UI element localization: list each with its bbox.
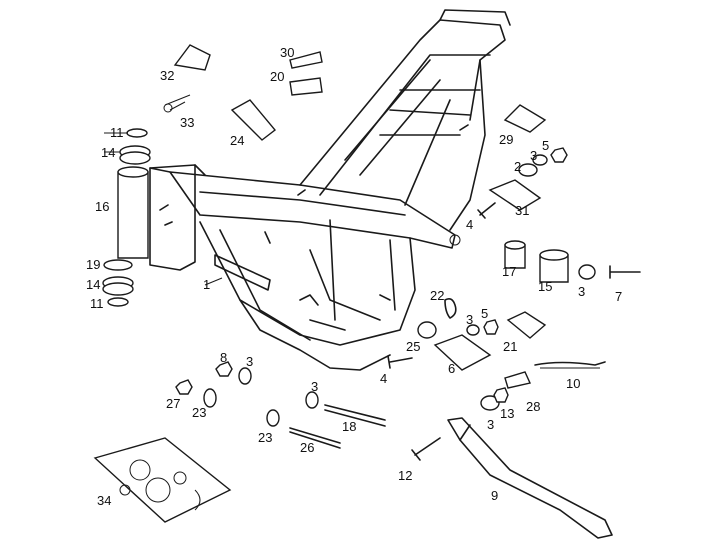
label-24: 24: [230, 133, 245, 148]
label-3: 3: [487, 417, 495, 432]
label-19: 19: [86, 257, 101, 272]
label-6: 6: [448, 361, 456, 376]
label-31: 31: [515, 203, 530, 218]
label-14: 14: [101, 145, 116, 160]
footrests: [163, 44, 547, 371]
label-4: 4: [466, 217, 474, 232]
label-3: 3: [530, 148, 538, 163]
label-22: 22: [430, 288, 445, 303]
label-8: 8: [220, 350, 228, 365]
label-3: 3: [466, 312, 474, 327]
label-33: 33: [180, 115, 195, 130]
label-28: 28: [526, 399, 541, 414]
label-16: 16: [95, 199, 110, 214]
label-3: 3: [578, 284, 586, 299]
label-17: 17: [502, 264, 517, 279]
lower-fasteners: [175, 361, 613, 539]
label-27: 27: [166, 396, 181, 411]
label-11: 11: [110, 125, 124, 140]
label-5: 5: [542, 138, 550, 153]
leader-lines: [104, 132, 223, 286]
label-23: 23: [258, 430, 273, 445]
label-14: 14: [86, 277, 101, 292]
label-10: 10: [566, 376, 581, 391]
label-15: 15: [538, 279, 553, 294]
label-2: 2: [514, 159, 522, 174]
fasteners: [387, 147, 641, 411]
label-7: 7: [615, 289, 623, 304]
label-21: 21: [503, 339, 518, 354]
label-3: 3: [246, 354, 254, 369]
label-34: 34: [97, 493, 112, 508]
label-29: 29: [499, 132, 514, 147]
label-23: 23: [192, 405, 207, 420]
label-13: 13: [500, 406, 515, 421]
label-9: 9: [491, 488, 499, 503]
label-1: 1: [203, 277, 211, 292]
label-18: 18: [342, 419, 357, 434]
kit-bag: [93, 437, 232, 523]
label-3: 3: [311, 379, 319, 394]
label-12: 12: [398, 468, 413, 483]
label-20: 20: [270, 69, 285, 84]
steering-stack: [102, 128, 151, 307]
label-25: 25: [406, 339, 421, 354]
label-26: 26: [300, 440, 315, 455]
label-5: 5: [481, 306, 489, 321]
label-32: 32: [160, 68, 175, 83]
label-11: 11: [90, 296, 104, 311]
main-frame: [149, 9, 511, 371]
label-30: 30: [280, 45, 295, 60]
label-4: 4: [380, 371, 388, 386]
